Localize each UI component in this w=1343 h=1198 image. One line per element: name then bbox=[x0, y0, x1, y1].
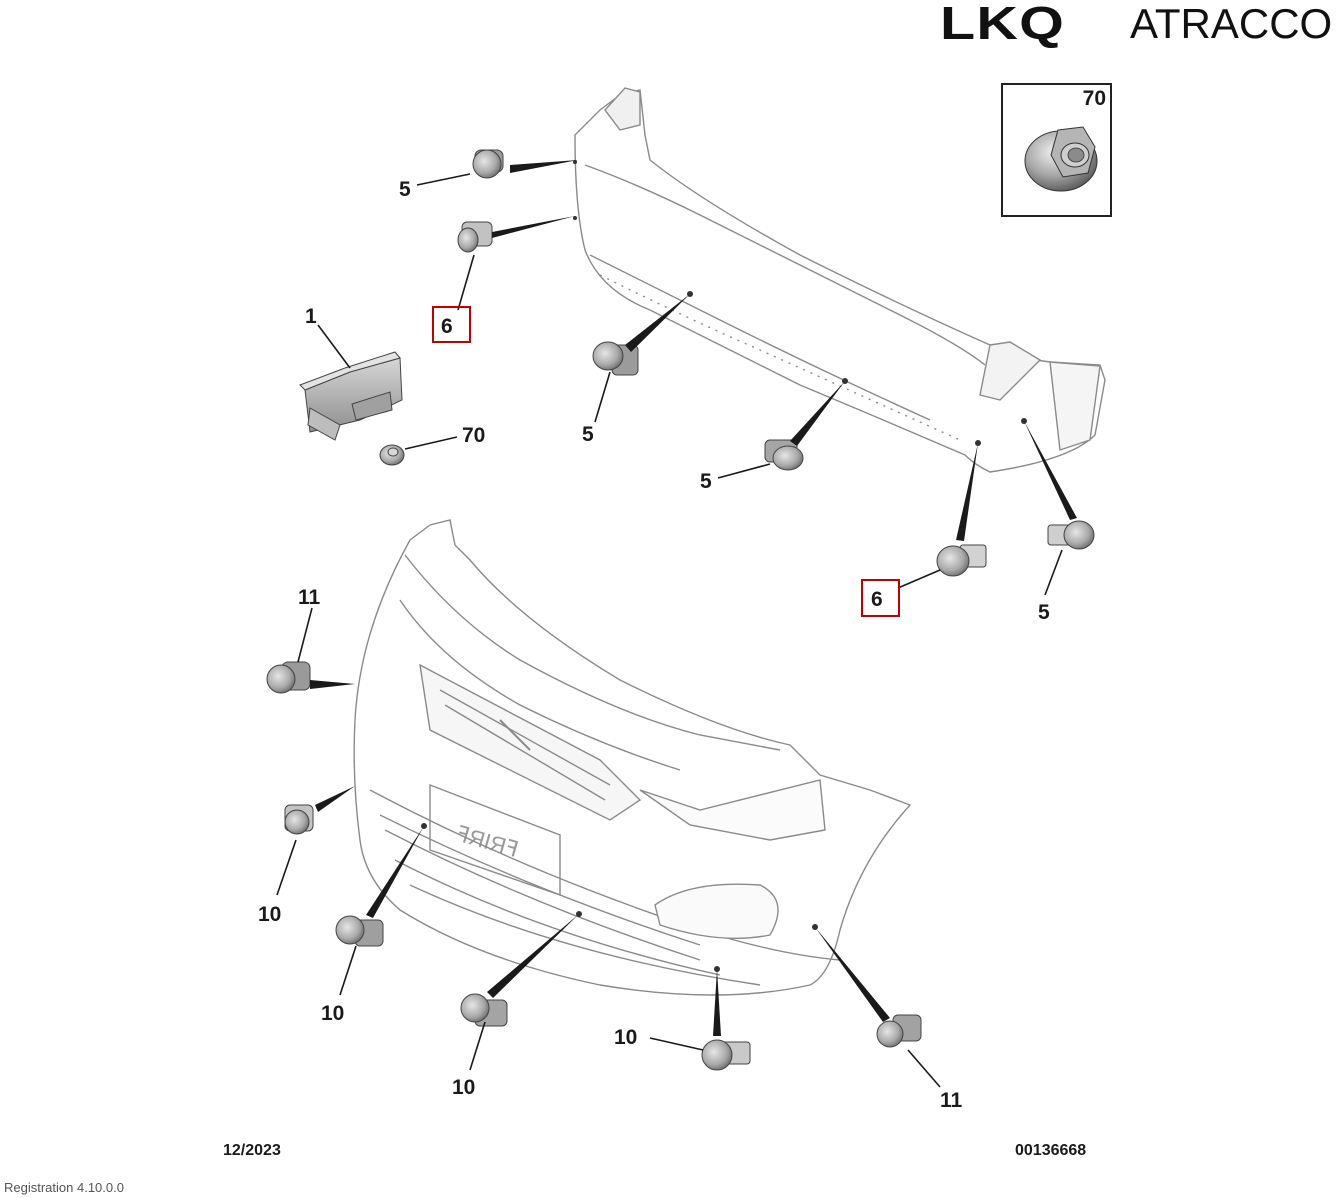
highlight-box-lower bbox=[861, 579, 900, 617]
callout-front-sensor-left-top: 11 bbox=[298, 586, 321, 609]
sensors bbox=[266, 149, 1095, 1071]
callout-front-sensor-center-right: 10 bbox=[614, 1026, 637, 1049]
callout-rear-sensor-mid: 5 bbox=[700, 470, 712, 493]
callout-front-sensor-center: 10 bbox=[452, 1076, 475, 1099]
diagram-number: 00136668 bbox=[1015, 1142, 1087, 1159]
rear-sensor-upper bbox=[457, 221, 493, 253]
leader-lines bbox=[276, 160, 1077, 1088]
callout-front-sensor-left-mid: 10 bbox=[258, 903, 281, 926]
atracco-logo: ATRACCO bbox=[1130, 0, 1333, 47]
callout-front-sensor-right: 11 bbox=[940, 1089, 963, 1112]
callout-front-sensor-left-low: 10 bbox=[321, 1002, 344, 1025]
nut-part bbox=[379, 444, 405, 466]
callout-rear-sensor-upper: 6 bbox=[441, 315, 453, 338]
inset-part-number: 70 bbox=[1082, 87, 1106, 110]
rear-sensor-mid-left bbox=[592, 341, 639, 376]
parking-control-unit bbox=[299, 351, 403, 441]
callout-rear-sensor-top: 5 bbox=[399, 178, 411, 201]
callout-rear-sensor-right: 5 bbox=[1038, 601, 1050, 624]
callout-control-unit: 1 bbox=[305, 305, 317, 328]
rear-sensor-right-boxed bbox=[936, 544, 987, 577]
callout-rear-sensor-mid-left: 5 bbox=[582, 423, 594, 446]
front-sensor-center-right bbox=[701, 1039, 751, 1071]
rear-bumper bbox=[573, 87, 1106, 473]
front-bumper: ꟻЯIЯꟻ bbox=[353, 519, 912, 996]
front-sensor-right bbox=[876, 1014, 922, 1048]
rear-sensor-top bbox=[472, 149, 504, 179]
flange-nut-icon bbox=[1024, 126, 1098, 192]
callout-nut: 70 bbox=[462, 424, 485, 447]
front-sensor-left-low bbox=[335, 915, 384, 947]
registration-text: Registration 4.10.0.0 bbox=[4, 1180, 124, 1195]
nut-inset-box: 70 bbox=[1001, 83, 1112, 217]
front-sensor-left-top bbox=[266, 661, 311, 694]
diagram-date: 12/2023 bbox=[223, 1142, 281, 1159]
callout-rear-sensor-right-boxed: 6 bbox=[871, 588, 883, 611]
lkq-logo: LKQ bbox=[940, 0, 1066, 49]
highlight-box-upper bbox=[432, 306, 471, 343]
front-sensor-left-mid bbox=[284, 804, 314, 835]
front-sensor-center bbox=[460, 993, 508, 1027]
rear-sensor-right bbox=[1047, 520, 1095, 550]
rear-sensor-mid bbox=[764, 439, 804, 471]
